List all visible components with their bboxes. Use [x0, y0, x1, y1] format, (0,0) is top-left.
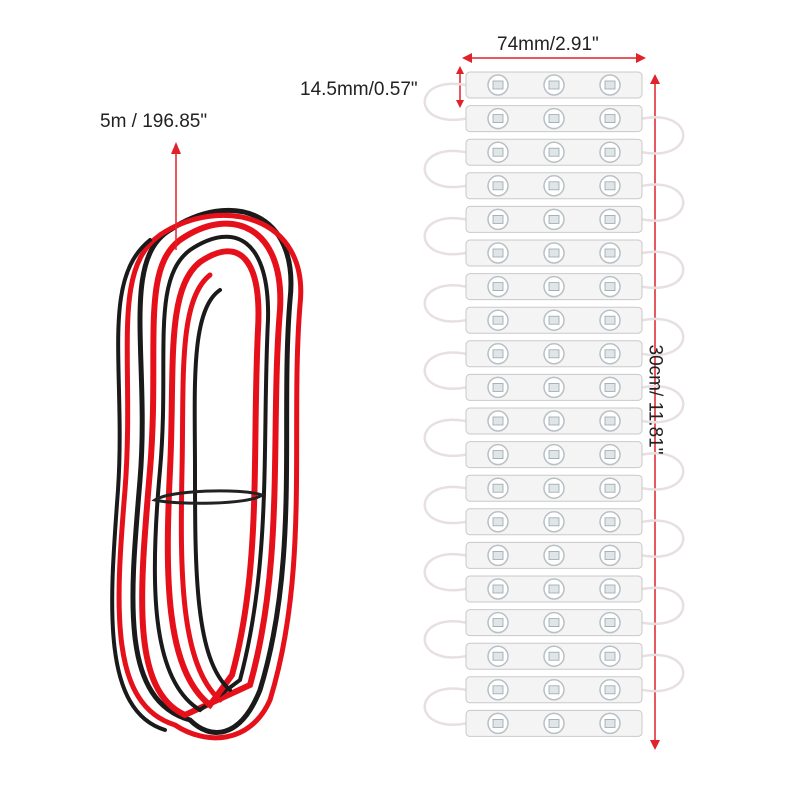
led-module: [465, 172, 643, 200]
led-module: [465, 441, 643, 469]
module-wire: [641, 452, 685, 491]
led-module: [465, 373, 643, 401]
module-wire: [423, 485, 467, 525]
module-wire: [641, 653, 685, 693]
module-wire: [423, 284, 467, 323]
module-wire: [423, 216, 467, 256]
led-module: [465, 609, 643, 637]
strip-length-arrow: [650, 74, 660, 750]
wire-coil: [110, 207, 304, 741]
module-wire: [423, 82, 467, 122]
module-wire: [641, 586, 685, 626]
module-wire: [423, 687, 467, 726]
led-module: [465, 205, 643, 233]
module-wire: [423, 620, 467, 659]
led-module: [465, 676, 643, 704]
led-module-strip: [465, 71, 643, 737]
module-wire: [423, 149, 467, 189]
module-wire: [423, 552, 467, 592]
cable-length-label: 5m / 196.85": [100, 111, 208, 132]
strip-length-label: 30cm/ 11.81": [644, 344, 666, 455]
led-module: [465, 709, 643, 737]
module-width-label: 74mm/2.91": [497, 34, 599, 55]
module-wire: [641, 250, 685, 290]
module-wire: [641, 116, 685, 155]
led-module: [465, 138, 643, 166]
height-dimension-arrow: [456, 66, 464, 108]
led-module: [465, 407, 643, 435]
module-wires: [423, 82, 685, 726]
led-module: [465, 575, 643, 603]
led-module: [465, 340, 643, 368]
width-dimension-arrow: [462, 53, 646, 63]
led-module: [465, 541, 643, 569]
cable-length-arrow: [171, 142, 181, 250]
module-wire: [641, 519, 685, 558]
module-wire: [423, 351, 467, 390]
led-module: [465, 642, 643, 670]
led-module: [465, 239, 643, 267]
module-wire: [423, 418, 467, 458]
module-wire: [641, 183, 685, 222]
module-wire: [641, 384, 685, 424]
led-module: [465, 71, 643, 99]
led-module: [465, 474, 643, 502]
led-module: [465, 105, 643, 133]
led-module: [465, 273, 643, 301]
module-wire: [641, 317, 685, 357]
led-module: [465, 306, 643, 334]
module-height-label: 14.5mm/0.57": [300, 79, 418, 100]
led-module: [465, 508, 643, 536]
